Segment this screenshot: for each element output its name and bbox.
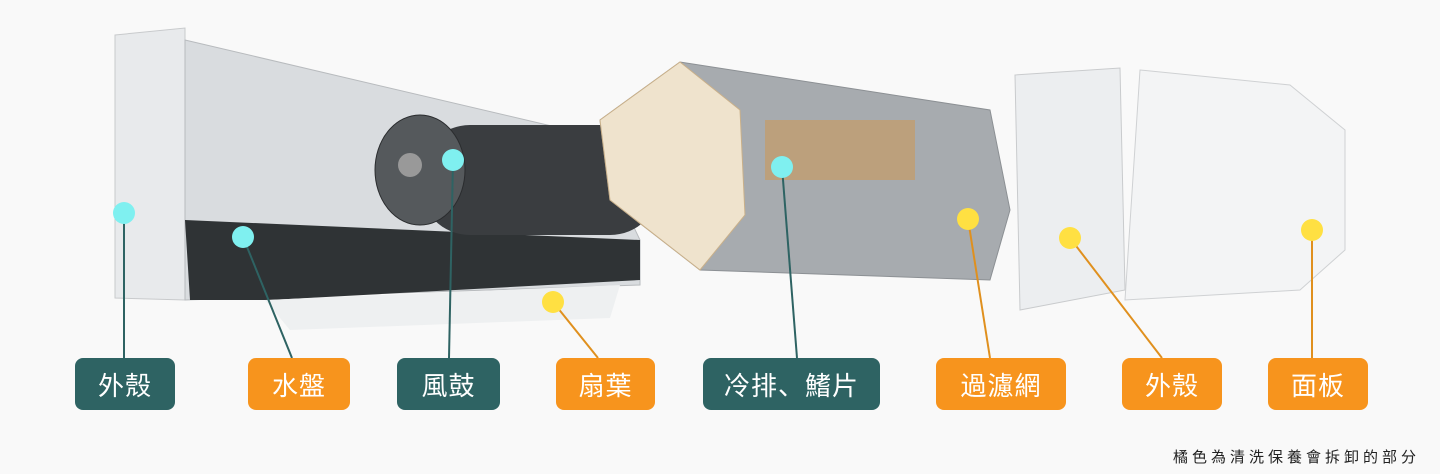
label-panel: 面板 [1268, 358, 1368, 410]
label-filter: 過濾網 [936, 358, 1066, 410]
legend-caption: 橘色為清洗保養會拆卸的部分 [1172, 448, 1420, 466]
evaporator-coil [599, 61, 1011, 281]
label-louver: 扇葉 [556, 358, 655, 410]
leader-lines [123, 159, 798, 359]
label-blower: 風鼓 [397, 358, 500, 410]
label-coil-fins: 冷排、鰭片 [703, 358, 880, 410]
blower-fan [374, 114, 660, 235]
label-front-shell: 外殼 [1122, 358, 1222, 410]
label-drain-pan: 水盤 [248, 358, 350, 410]
front-panel-unit [1014, 67, 1346, 311]
marker-dots [113, 149, 1323, 313]
label-outer-shell: 外殼 [75, 358, 175, 410]
